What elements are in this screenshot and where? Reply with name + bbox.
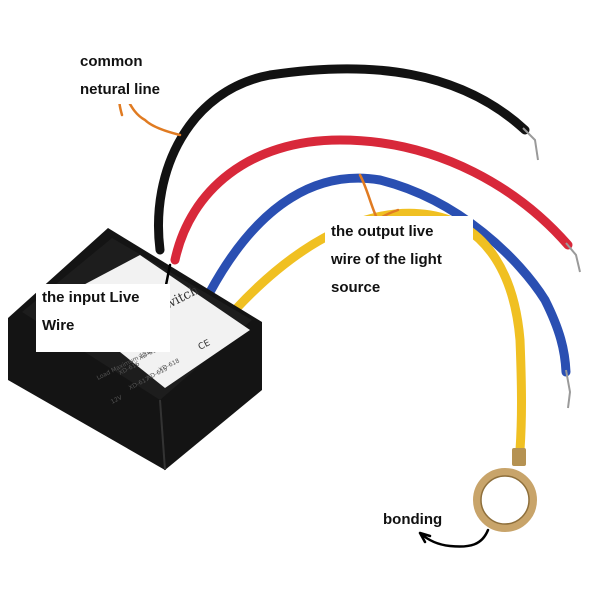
label-bonding: bonding bbox=[380, 506, 445, 534]
label-input-live-line2: Wire bbox=[42, 317, 75, 334]
yellow-wire bbox=[230, 208, 526, 455]
label-common-neutral: common netural line bbox=[76, 48, 165, 104]
blue-wire-tip bbox=[565, 369, 572, 409]
black-arrow-bonding bbox=[418, 528, 490, 548]
label-common-neutral-line1: common bbox=[80, 53, 143, 70]
label-output-live-line1: the output live bbox=[331, 223, 434, 240]
label-output-live-line3: source bbox=[331, 279, 381, 296]
label-output-live-line2: wire of the light bbox=[331, 251, 442, 268]
red-wire-tip bbox=[565, 242, 581, 273]
blue-wire bbox=[205, 173, 571, 377]
label-output-live: the output live wire of the light source bbox=[325, 216, 473, 304]
label-input-live: the input Live Wire bbox=[36, 284, 170, 352]
label-input-live-line1: the input Live bbox=[42, 289, 140, 306]
label-common-neutral-line2: netural line bbox=[80, 81, 161, 98]
black-wire bbox=[154, 64, 530, 255]
bonding-ring bbox=[473, 468, 537, 532]
red-wire bbox=[170, 135, 573, 265]
device-text-load: 12V bbox=[110, 394, 124, 406]
bonding-ring-hole bbox=[480, 475, 530, 525]
device-text-ce: CE bbox=[197, 338, 212, 352]
ring-crimp bbox=[512, 448, 526, 466]
device-edge bbox=[159, 399, 166, 471]
label-bonding-text: bonding bbox=[383, 511, 443, 528]
black-wire-tip bbox=[522, 127, 539, 161]
